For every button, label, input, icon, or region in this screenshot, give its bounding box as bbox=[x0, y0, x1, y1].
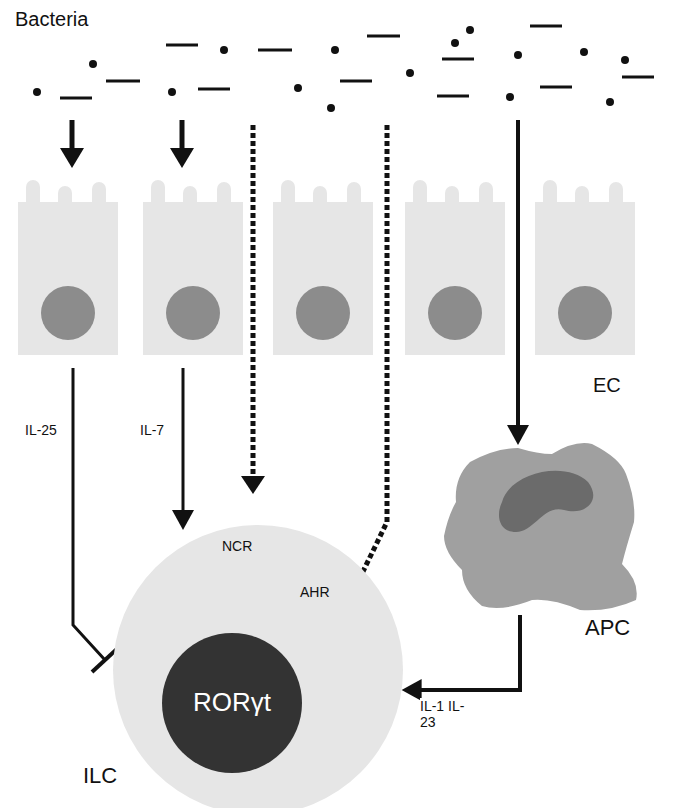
node-label: RORγt bbox=[193, 688, 271, 718]
apc-shape bbox=[440, 440, 640, 615]
bacteria bbox=[33, 26, 654, 112]
bacteria-label: Bacteria bbox=[15, 8, 88, 31]
apc-cell: APC bbox=[440, 440, 640, 615]
node-label: ILC bbox=[83, 763, 117, 788]
cytokine-label: IL-7 bbox=[140, 422, 164, 438]
cell-type-label: EC bbox=[593, 374, 621, 397]
nucleus-circle: RORγt bbox=[162, 633, 302, 773]
edge-label: IL-1 IL-23 bbox=[420, 698, 472, 730]
ilc-cell: ILCRORγt bbox=[113, 525, 403, 808]
signal-connector bbox=[402, 615, 520, 701]
receptor-label: NCR bbox=[222, 538, 252, 554]
receptor-label: AHR bbox=[300, 584, 330, 600]
node-label: APC bbox=[585, 615, 630, 640]
cytokine-label: IL-25 bbox=[25, 422, 57, 438]
epithelial-cells bbox=[18, 180, 635, 355]
